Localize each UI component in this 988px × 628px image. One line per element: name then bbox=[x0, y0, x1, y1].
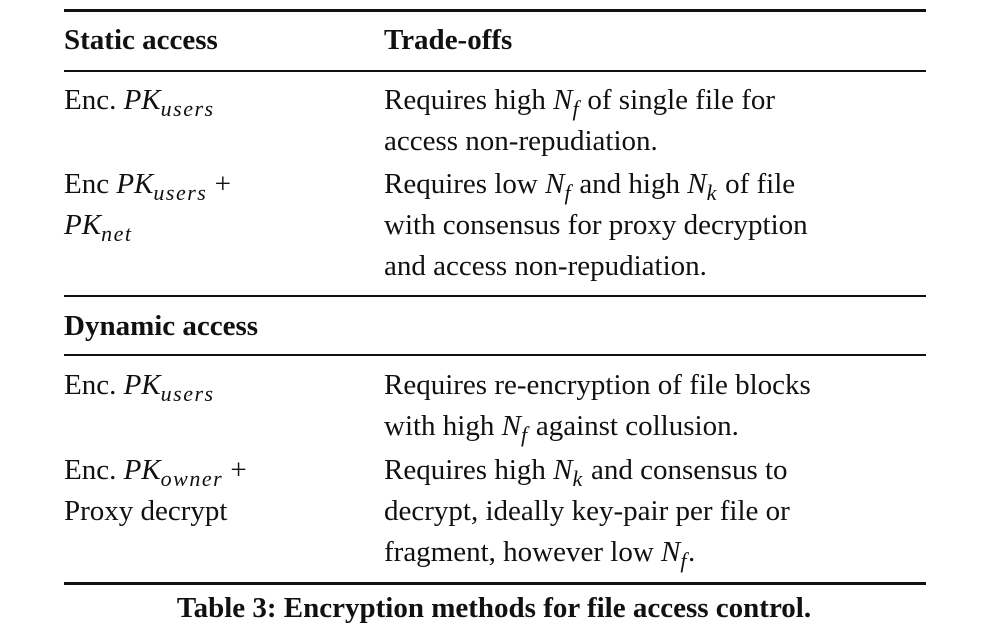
dynamic-row2-method-line2: Proxy decrypt bbox=[64, 495, 228, 527]
header-static-access: Static access bbox=[64, 24, 218, 56]
static-row1-method: Enc. PKusers bbox=[64, 84, 215, 121]
dynamic-row1-method: Enc. PKusers bbox=[64, 369, 215, 406]
table-bottom-rule bbox=[64, 582, 926, 585]
dynamic-row2-tradeoff-line2: decrypt, ideally key-pair per file or bbox=[384, 495, 790, 527]
static-row1-tradeoff-line1: Requires high Nf of single file for bbox=[384, 84, 776, 121]
table-caption: Table 3: Encryption methods for file acc… bbox=[176, 592, 812, 624]
dynamic-row2-tradeoff-line3: fragment, however low Nf. bbox=[384, 536, 696, 573]
static-row2-tradeoff-line1: Requires low Nf and high Nk of file bbox=[384, 168, 796, 205]
header-trade-offs: Trade-offs bbox=[384, 24, 513, 56]
static-row2-method-line2: PKnet bbox=[64, 209, 133, 246]
dynamic-row2-method-line1: Enc. PKowner + bbox=[64, 454, 247, 491]
dynamic-row2-tradeoff-line1: Requires high Nk and consensus to bbox=[384, 454, 788, 491]
dynamic-row1-tradeoff-line2: with high Nf against collusion. bbox=[384, 410, 739, 447]
table-top-rule bbox=[64, 9, 926, 12]
static-row2-tradeoff-line3: and access non-repudiation. bbox=[384, 250, 707, 282]
static-row2-tradeoff-line2: with consensus for proxy decryption bbox=[384, 209, 808, 241]
static-row2-method-line1: Enc PKusers + bbox=[64, 168, 231, 205]
dynamic-row1-tradeoff-line1: Requires re-encryption of file blocks bbox=[384, 369, 811, 401]
section2-title-rule bbox=[64, 354, 926, 356]
static-row1-tradeoff-line2: access non-repudiation. bbox=[384, 125, 658, 157]
header-bottom-rule bbox=[64, 70, 926, 72]
section-dynamic-access-title: Dynamic access bbox=[64, 310, 259, 342]
section-divider-rule bbox=[64, 295, 926, 297]
